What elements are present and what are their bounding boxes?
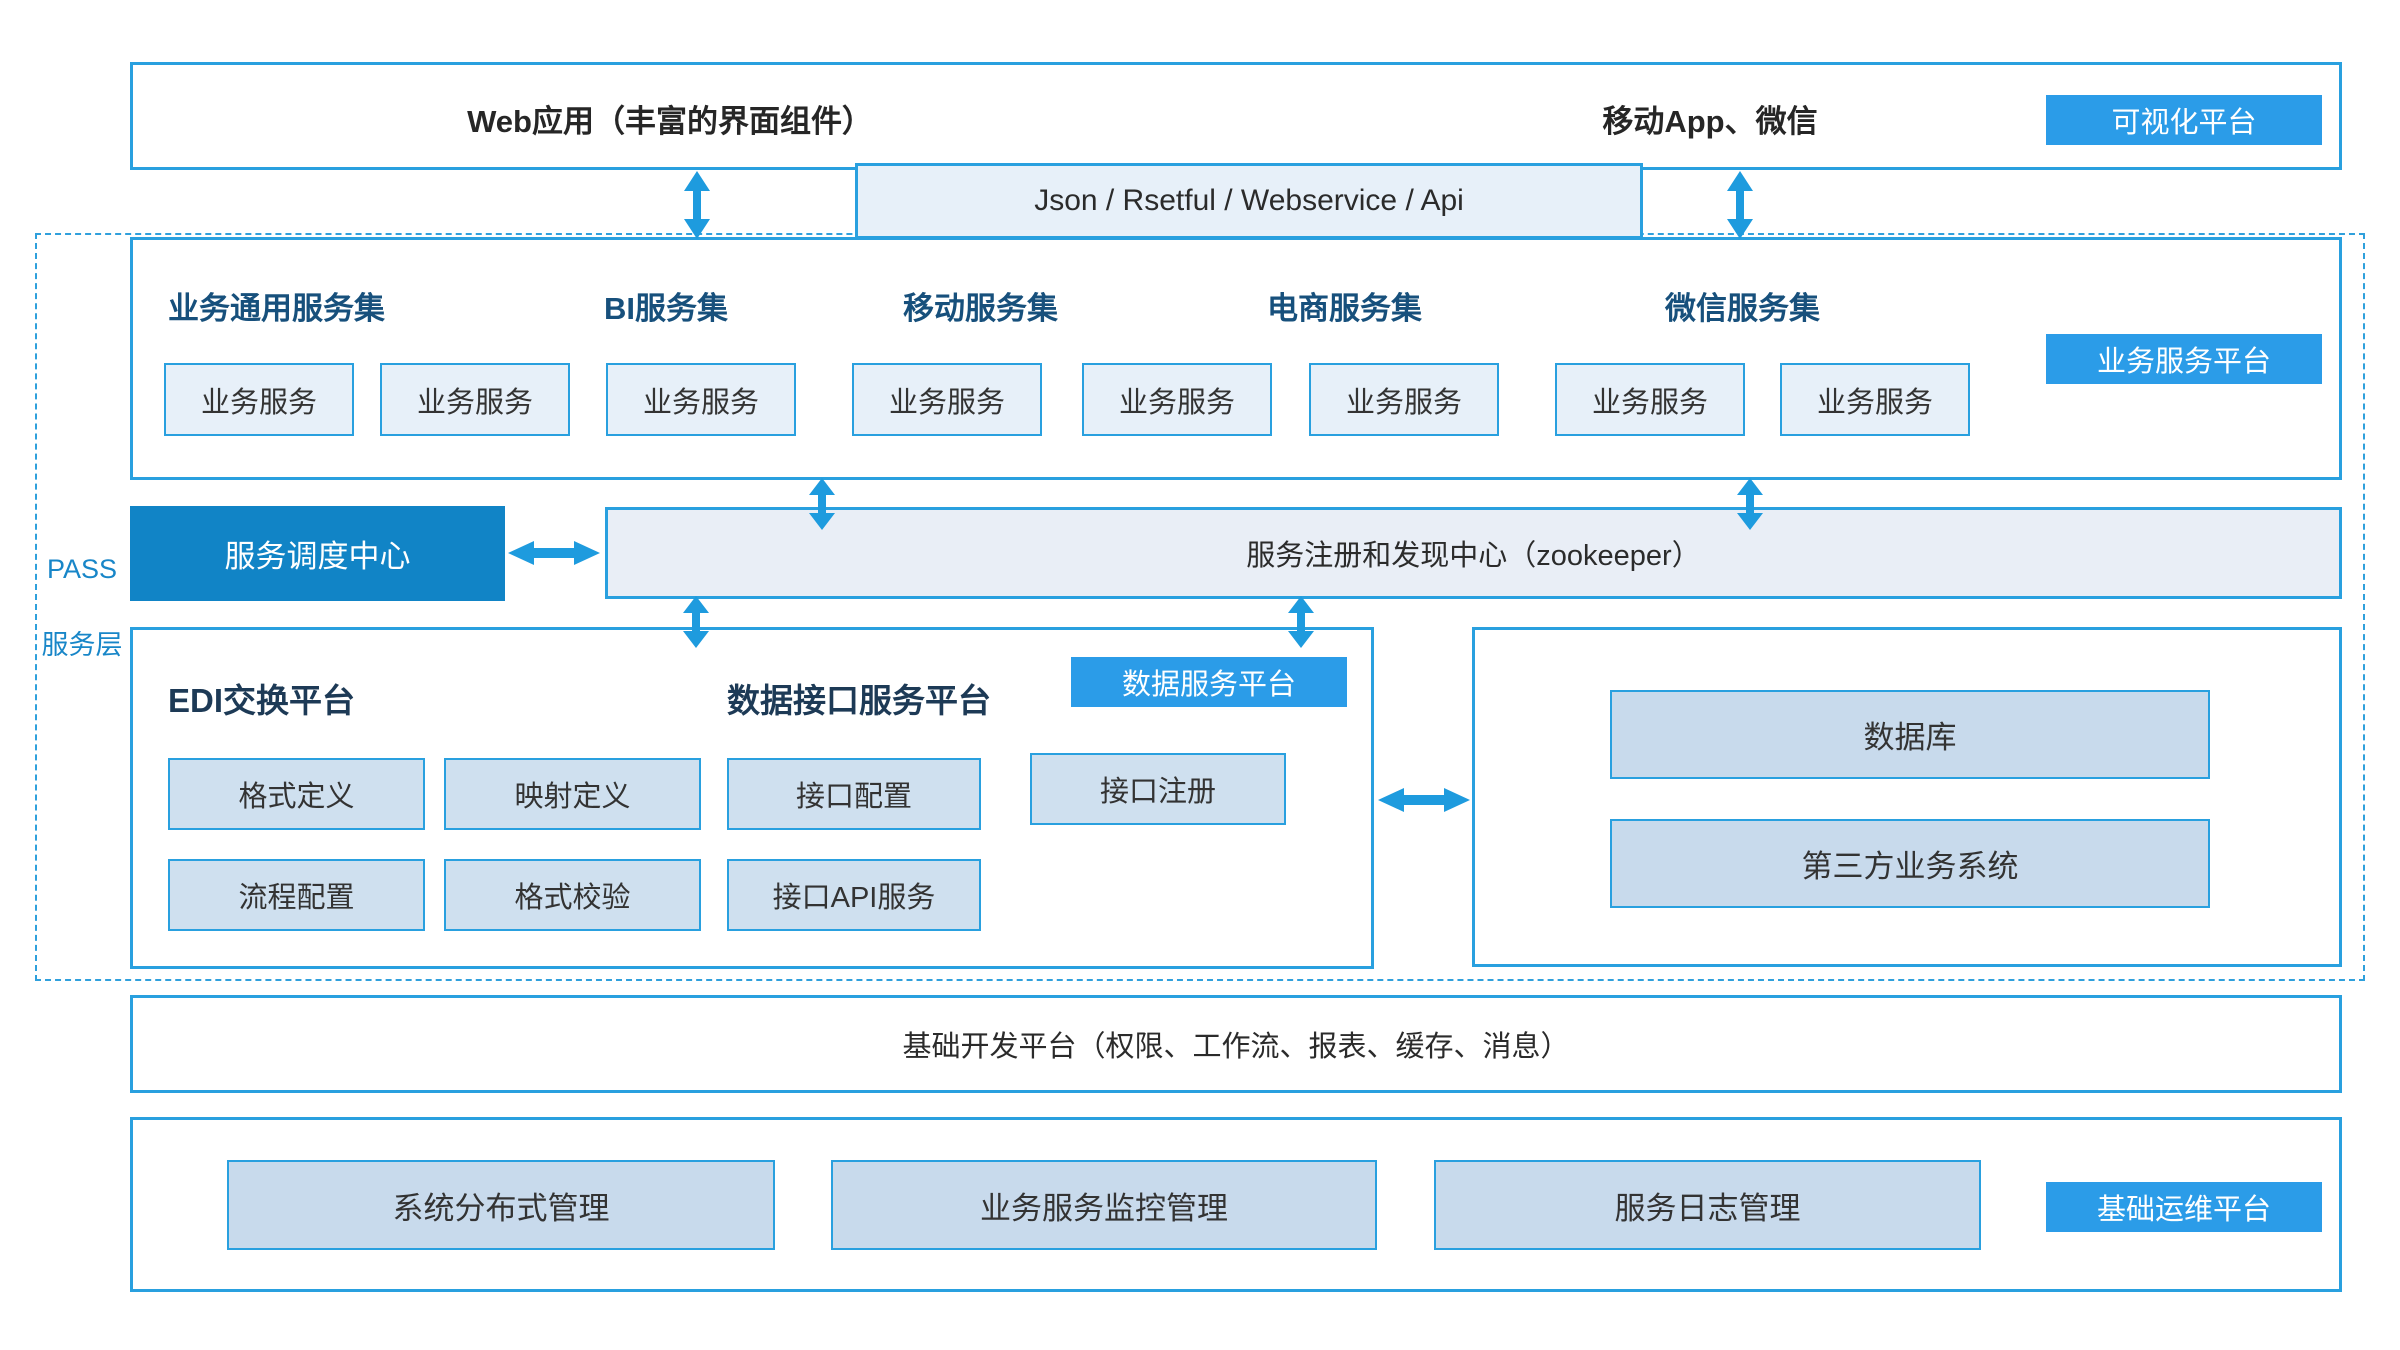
service-box: 业务服务 [1555, 363, 1745, 436]
double-arrow-horizontal-icon [1378, 788, 1470, 812]
service-monitoring-box: 业务服务监控管理 [831, 1160, 1377, 1250]
double-arrow-vertical-icon [684, 171, 710, 239]
double-arrow-vertical-icon [1288, 596, 1314, 648]
tool-box: 接口配置 [727, 758, 981, 830]
base-dev-platform-bar: 基础开发平台（权限、工作流、报表、缓存、消息） [130, 995, 2342, 1093]
base-ops-platform-badge: 基础运维平台 [2046, 1182, 2322, 1232]
service-box: 业务服务 [164, 363, 354, 436]
external-systems-panel [1472, 627, 2342, 967]
group-title-wechat: 微信服务集 [1665, 291, 1820, 326]
service-box: 业务服务 [1082, 363, 1272, 436]
service-box: 业务服务 [1309, 363, 1499, 436]
double-arrow-vertical-icon [1737, 478, 1763, 530]
third-party-system-box: 第三方业务系统 [1610, 819, 2210, 908]
pass-layer-label-line2: 服务层 [41, 630, 123, 660]
tool-box: 映射定义 [444, 758, 701, 830]
data-interface-platform-title: 数据接口服务平台 [727, 682, 991, 719]
service-box: 业务服务 [852, 363, 1042, 436]
double-arrow-vertical-icon [809, 478, 835, 530]
database-box: 数据库 [1610, 690, 2210, 779]
business-service-platform-badge: 业务服务平台 [2046, 334, 2322, 384]
double-arrow-vertical-icon [683, 596, 709, 648]
service-box: 业务服务 [606, 363, 796, 436]
mobile-app-label: 移动App、微信 [1602, 104, 1818, 139]
pass-layer-label: PASS 服务层 [26, 512, 138, 664]
double-arrow-vertical-icon [1727, 171, 1753, 239]
edi-platform-title: EDI交换平台 [168, 682, 356, 719]
double-arrow-horizontal-icon [508, 541, 600, 565]
service-log-box: 服务日志管理 [1434, 1160, 1981, 1250]
service-scheduling-center: 服务调度中心 [130, 506, 505, 601]
group-title-mobile: 移动服务集 [903, 291, 1058, 326]
distributed-management-box: 系统分布式管理 [227, 1160, 775, 1250]
service-box: 业务服务 [1780, 363, 1970, 436]
api-bar: Json / Rsetful / Webservice / Api [855, 163, 1643, 239]
pass-layer-label-line1: PASS [46, 554, 118, 584]
service-box: 业务服务 [380, 363, 570, 436]
registry-discovery-center: 服务注册和发现中心（zookeeper） [605, 507, 2342, 599]
visualization-platform-badge: 可视化平台 [2046, 95, 2322, 145]
tool-box: 格式校验 [444, 859, 701, 931]
group-title-bi: BI服务集 [604, 291, 728, 326]
web-app-label: Web应用（丰富的界面组件） [467, 104, 873, 139]
tool-box: 接口注册 [1030, 753, 1286, 825]
group-title-common: 业务通用服务集 [168, 291, 385, 326]
tool-box: 接口API服务 [727, 859, 981, 931]
group-title-ecommerce: 电商服务集 [1267, 291, 1422, 326]
business-service-platform-panel [130, 237, 2342, 480]
tool-box: 格式定义 [168, 758, 425, 830]
data-service-platform-badge: 数据服务平台 [1071, 657, 1347, 707]
top-application-panel [130, 62, 2342, 170]
tool-box: 流程配置 [168, 859, 425, 931]
